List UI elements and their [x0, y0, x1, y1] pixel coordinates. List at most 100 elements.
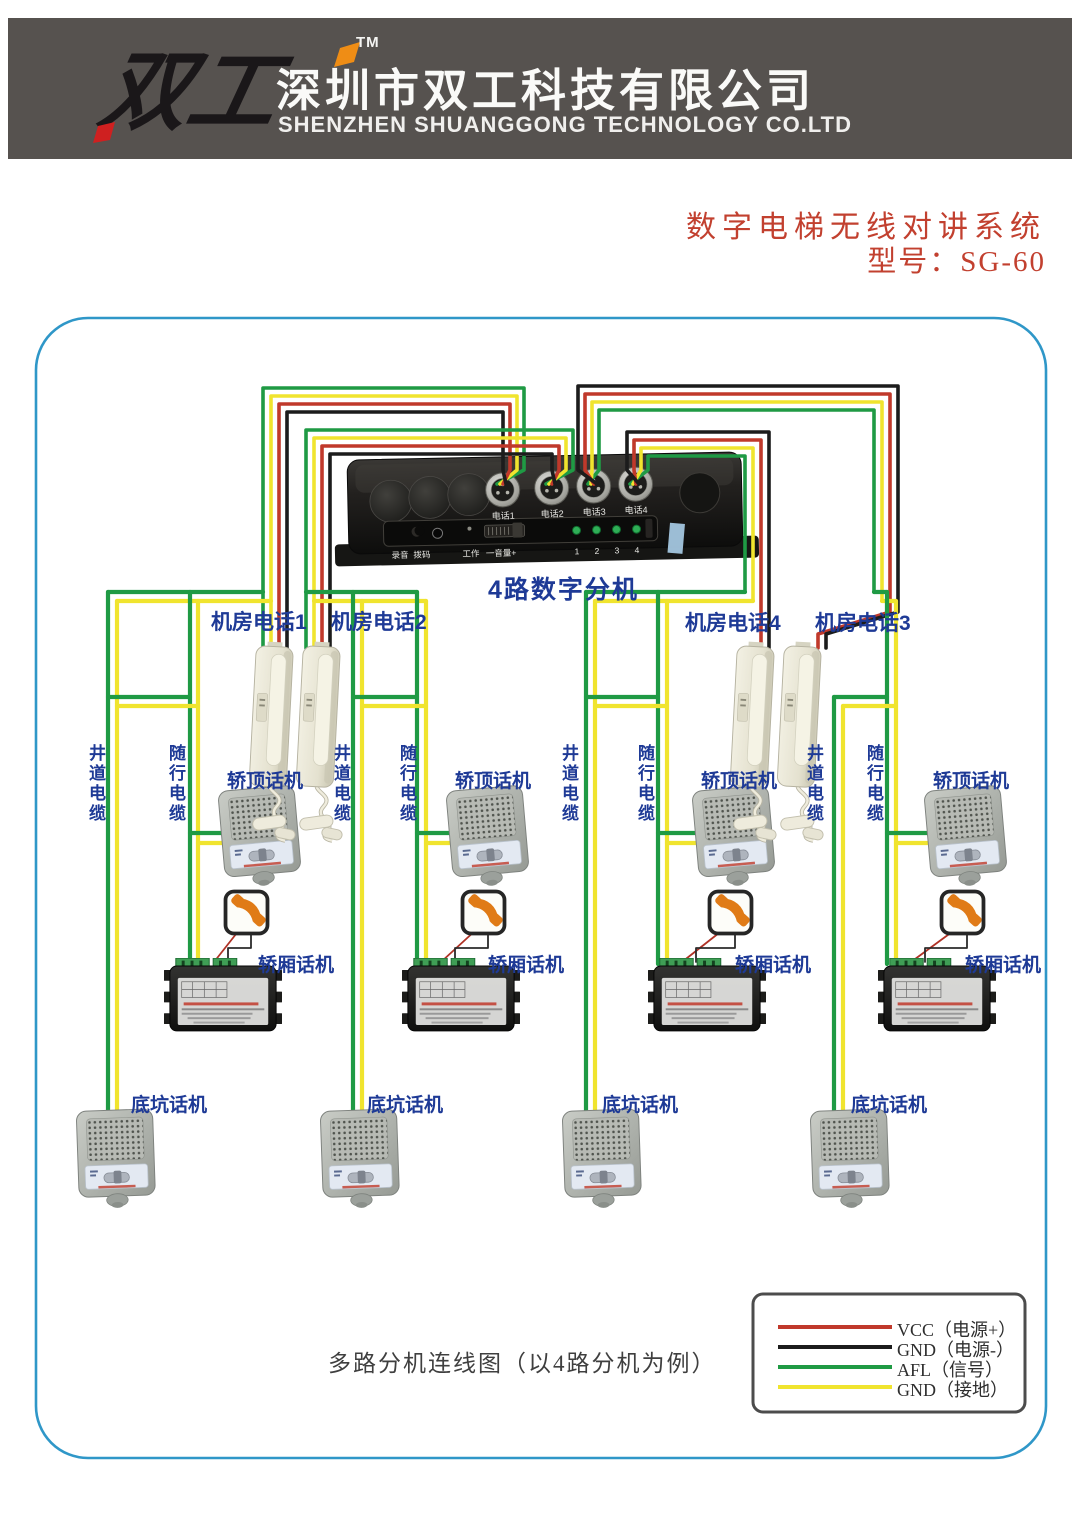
wire-legend: [751, 1292, 1027, 1414]
xlr-connector-port1: [485, 472, 521, 508]
channel-number: 1: [575, 546, 580, 556]
port-label: 电话1: [492, 510, 515, 521]
car-phone-label-4: 轿厢话机: [965, 955, 1042, 976]
car-top-intercom-4: [923, 784, 1009, 890]
branch-4-wires: [576, 384, 968, 1119]
diagram-border: [34, 316, 1048, 1460]
legend-label-gnd-power: GND（电源-）: [897, 1340, 1014, 1360]
volume-slider: [484, 522, 526, 538]
channel-led-1: [572, 525, 582, 535]
trademark-mark: TM: [356, 34, 380, 51]
car-top-phone-label-2: 轿顶话机: [455, 771, 532, 792]
r-loop-wire: [320, 444, 561, 650]
speaker-hole: [447, 473, 491, 516]
pit-intercom-4: [809, 1108, 891, 1210]
logo-red-accent: [93, 122, 115, 143]
b-loop-wire: [576, 384, 900, 650]
pit-intercom-3: [561, 1108, 643, 1210]
product-title: 数字电梯无线对讲系统: [686, 211, 1046, 244]
channel-number: 4: [634, 545, 639, 555]
r-loop-wire: [583, 392, 892, 650]
car-top-phone-label-4: 轿顶话机: [933, 771, 1010, 792]
y-loop-wire: [589, 400, 884, 603]
channel-leds: [572, 524, 642, 535]
branch-3-wires: [583, 430, 771, 1119]
branch-1-wires: [105, 386, 526, 1119]
legend-label-gnd-earth: GND（接地）: [897, 1380, 1008, 1400]
icon-black-wire: [924, 928, 968, 963]
b-loop-wire: [328, 452, 557, 650]
legend-label-afl: AFL（信号）: [897, 1360, 1004, 1380]
machine-phone-label-4: 机房电话3: [815, 612, 911, 635]
pit-intercom-2: [319, 1108, 401, 1210]
pit-phone-label-3: 底坑话机: [602, 1095, 679, 1116]
port-label: 电话2: [541, 508, 564, 519]
pit-phone-label-1: 底坑话机: [131, 1095, 208, 1116]
devices-layer: [75, 641, 1009, 1210]
car-top-phone-label-3: 轿顶话机: [701, 771, 778, 792]
traveling-cable-label-4: 随行电缆: [864, 744, 883, 824]
machine-phone-label-2: 机房电话2: [331, 611, 427, 634]
sticker: [667, 522, 685, 554]
handset-pictogram-4: [939, 889, 986, 936]
channel-led-3: [612, 525, 622, 535]
pit-phone-label-2: 底坑话机: [367, 1095, 444, 1116]
g-loop-wire: [586, 408, 876, 594]
b-loop-wire: [285, 410, 508, 650]
work-led: [467, 526, 472, 531]
machine-phone-label-1: 机房电话1: [211, 611, 307, 634]
car-top-phone-label-1: 轿顶话机: [227, 771, 304, 792]
g-loop-wire: [628, 454, 747, 594]
panel-label: 工作: [462, 548, 480, 558]
pit-phone-label-4: 底坑话机: [851, 1095, 928, 1116]
machine-phone-label-3: 机房电话4: [685, 612, 781, 635]
channel-led-2: [592, 525, 602, 535]
car-phone-label-2: 轿厢话机: [488, 955, 565, 976]
panel-label: 录音: [391, 550, 409, 560]
handset-pictogram-3: [707, 889, 754, 936]
car-phone-label-3: 轿厢话机: [735, 955, 812, 976]
logo-text: 双工: [92, 42, 299, 141]
y-loop-wire: [312, 436, 568, 650]
speaker-hole: [679, 472, 721, 514]
company-name-en: SHENZHEN SHUANGGONG TECHNOLOGY CO.LTD: [278, 112, 852, 137]
y-loop-wire: [631, 446, 755, 603]
traveling-cable-label-3: 随行电缆: [635, 744, 654, 824]
legend-label-vcc: VCC（电源+）: [897, 1320, 1017, 1340]
channel-led-4: [632, 524, 642, 534]
hoistway-cable-label-2: 井道电缆: [331, 744, 350, 824]
icon-black-wire: [454, 928, 489, 963]
port-label: 电话3: [583, 506, 606, 517]
company-logo: 双工: [92, 42, 360, 143]
diagram-caption: 多路分机连线图（以4路分机为例）: [328, 1351, 717, 1376]
handset-pictogram-2: [460, 889, 507, 936]
product-model: 型号：SG-60: [867, 246, 1046, 278]
car-phone-label-1: 轿厢话机: [258, 955, 335, 976]
handset-pictogram-1: [223, 889, 270, 936]
traveling-cable-label-2: 随行电缆: [397, 744, 416, 824]
panel-label: 拨码: [413, 549, 430, 559]
b-loop-wire: [625, 430, 771, 650]
main-unit-label: 4路数字分机: [488, 576, 639, 604]
channel-number: 2: [595, 546, 600, 556]
g-loop-wire: [304, 428, 575, 650]
hoistway-cable-label-3: 井道电缆: [559, 744, 578, 824]
audio-jack: [432, 527, 444, 539]
traveling-cable-label-1: 随行电缆: [166, 744, 185, 824]
logo-glyphs: 双工: [92, 42, 299, 141]
company-name-cn: 深圳市双工科技有限公司: [276, 65, 816, 116]
icon-black-wire: [227, 928, 252, 963]
speaker-hole: [408, 476, 452, 519]
r-loop-wire: [277, 402, 512, 650]
branch-2-wires: [303, 428, 575, 1119]
hoistway-cable-label-1: 井道电缆: [86, 744, 105, 824]
wires-layer: [105, 384, 968, 1119]
header-banner: 双工 TM 深圳市双工科技有限公司 SHENZHEN SHUANGGONG TE…: [8, 18, 1072, 159]
y-loop-wire: [269, 394, 519, 650]
r-loop-wire: [632, 438, 763, 650]
pit-intercom-1: [75, 1108, 157, 1210]
g-loop-wire: [261, 386, 526, 650]
car-top-intercom-2: [445, 784, 531, 890]
